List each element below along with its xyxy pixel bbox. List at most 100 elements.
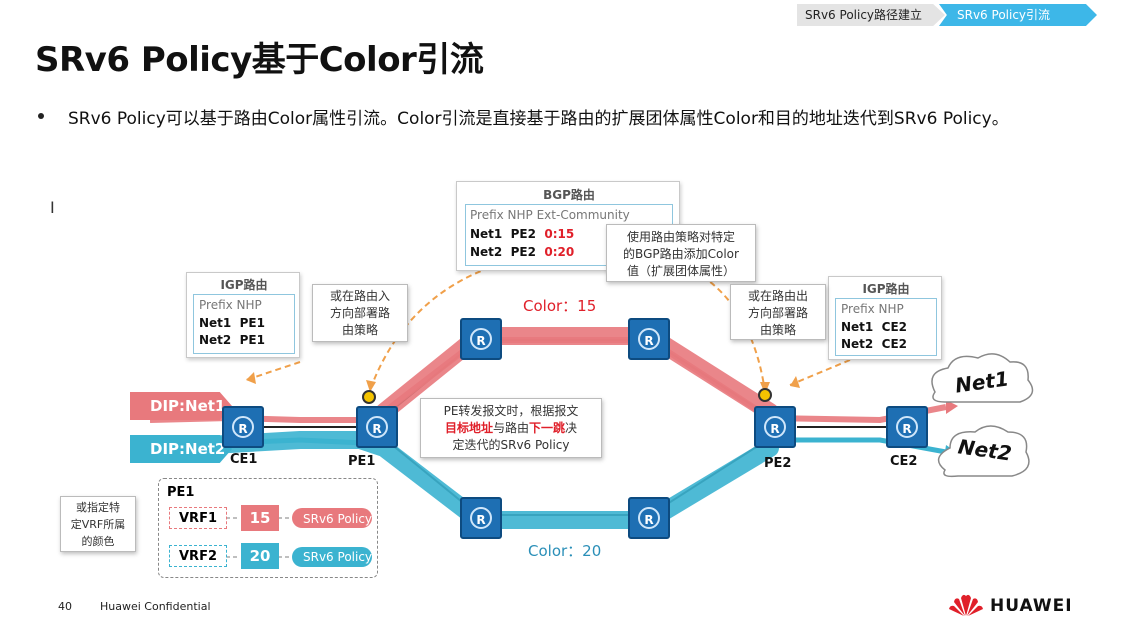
node-label-ce2: CE2 <box>890 454 918 469</box>
vrf-box-title: PE1 <box>167 485 195 500</box>
note-line: 方向部署路 <box>329 306 390 320</box>
igp-row-nhp: PE1 <box>239 333 265 347</box>
dip-net1-label: DIP:Net1 <box>130 392 232 420</box>
color-label-red: Color：15 <box>523 297 597 315</box>
red-policy-path <box>149 327 958 424</box>
router-icon: R <box>638 507 660 529</box>
igp-row-prefix: Net2 <box>199 333 232 347</box>
arrow-igp-right-to-pe2 <box>789 359 851 386</box>
cloud-net2 <box>937 425 1030 478</box>
igp-row-prefix: Net2 <box>841 337 874 351</box>
note-line: 目标地址与路由下一跳决 <box>421 420 601 437</box>
router-pe1[interactable]: R <box>356 406 398 448</box>
note-line: 定迭代的SRv6 Policy <box>452 438 570 452</box>
bgp-table-title: BGP路由 <box>543 188 595 202</box>
color-label-blue: Color：20 <box>528 542 602 560</box>
igp-left-row-net2: Net2 PE1 <box>199 333 265 347</box>
breadcrumb: SRv6 Policy路径建立 SRv6 Policy引流 <box>797 4 1097 26</box>
igp-left-body: Prefix NHP Net1 PE1 Net2 PE1 <box>193 294 295 354</box>
bgp-row-color: 0:20 <box>544 245 575 259</box>
node-label-ce1: CE1 <box>230 452 258 467</box>
note-line: 方向部署路 <box>747 306 808 320</box>
igp-right-body: Prefix NHP Net1 CE2 Net2 CE2 <box>835 298 937 356</box>
policy-point-pe1 <box>362 390 376 404</box>
igp-left-title: IGP路由 <box>220 278 268 292</box>
note-vrf-color: 或指定特 定VRF所属 的颜色 <box>60 496 136 552</box>
igp-left-row-net1: Net1 PE1 <box>199 316 265 330</box>
note-highlight-nexthop: 下一跳 <box>529 421 566 435</box>
router-ce2[interactable]: R <box>886 406 928 448</box>
cloud-net1 <box>931 353 1034 403</box>
breadcrumb-step-path-setup[interactable]: SRv6 Policy路径建立 <box>797 4 945 26</box>
vrf1-color: 15 <box>241 505 279 531</box>
igp-route-table-left: IGP路由 Prefix NHP Net1 PE1 Net2 PE1 <box>186 272 300 358</box>
bgp-row-nhp: PE2 <box>510 227 536 241</box>
bgp-row-net1: Net1 PE2 0:15 <box>470 227 574 241</box>
vrf1-policy[interactable]: SRv6 Policy <box>303 512 373 526</box>
router-icon: R <box>232 416 254 438</box>
page-title: SRv6 Policy基于Color引流 <box>35 40 484 80</box>
vrf-policy-tails <box>292 508 372 567</box>
note-text: 决 <box>565 421 578 435</box>
bgp-row-prefix: Net2 <box>470 245 503 259</box>
note-line: 或指定特 <box>76 501 120 514</box>
brand-name: HUAWEI <box>990 596 1073 616</box>
node-label-pe1: PE1 <box>348 454 376 469</box>
note-line: 值（扩展团体属性） <box>626 264 735 278</box>
note-highlight-target: 目标地址 <box>444 421 493 435</box>
note-line: 由策略 <box>759 323 796 337</box>
node-label-pe2: PE2 <box>764 456 792 471</box>
note-line: 由策略 <box>341 323 378 337</box>
note-line: 使用路由策略对特定 <box>626 230 735 244</box>
router-p-bottom-left[interactable]: R <box>460 497 502 539</box>
igp-row-nhp: CE2 <box>881 337 907 351</box>
note-line: 的颜色 <box>81 535 115 548</box>
igp-right-title: IGP路由 <box>862 282 910 296</box>
huawei-logo-icon <box>949 594 983 616</box>
router-icon: R <box>764 416 786 438</box>
breadcrumb-step-traffic-steering[interactable]: SRv6 Policy引流 <box>939 4 1097 26</box>
bullet-text: SRv6 Policy可以基于路由Color属性引流。Color引流是直接基于路… <box>68 109 1009 129</box>
note-bgp-policy: 使用路由策略对特定 的BGP路由添加Color 值（扩展团体属性） <box>606 224 756 282</box>
bgp-row-nhp: PE2 <box>510 245 536 259</box>
router-p-bottom-right[interactable]: R <box>628 497 670 539</box>
vrf1-label[interactable]: VRF1 <box>169 507 227 529</box>
bgp-row-prefix: Net1 <box>470 227 503 241</box>
vrf2-label[interactable]: VRF2 <box>169 545 227 567</box>
router-icon: R <box>470 507 492 529</box>
router-p-top-left[interactable]: R <box>460 318 502 360</box>
note-line: 或在路由入 <box>329 289 390 303</box>
router-icon: R <box>896 416 918 438</box>
text-cursor-icon: I <box>50 198 55 217</box>
note-outbound-policy: 或在路由出 方向部署路 由策略 <box>730 284 826 340</box>
vrf2-policy[interactable]: SRv6 Policy <box>303 550 373 564</box>
igp-row-prefix: Net1 <box>841 320 874 334</box>
vrf2-color: 20 <box>241 543 279 569</box>
page-number: 40 <box>58 600 72 613</box>
note-line: PE转发报文时，根据报文 <box>443 404 579 418</box>
igp-right-header: Prefix NHP <box>841 302 904 316</box>
bullet-dot <box>38 113 44 119</box>
note-inbound-policy: 或在路由入 方向部署路 由策略 <box>312 284 408 342</box>
note-line: 的BGP路由添加Color <box>623 247 739 261</box>
router-pe2[interactable]: R <box>754 406 796 448</box>
igp-route-table-right: IGP路由 Prefix NHP Net1 CE2 Net2 CE2 <box>828 276 942 360</box>
confidential-label: Huawei Confidential <box>100 600 211 613</box>
bgp-table-header: Prefix NHP Ext-Community <box>470 208 630 222</box>
router-p-top-right[interactable]: R <box>628 318 670 360</box>
igp-right-row-net2: Net2 CE2 <box>841 337 907 351</box>
bgp-row-net2: Net2 PE2 0:20 <box>470 245 574 259</box>
note-text: 与路由 <box>492 421 529 435</box>
router-icon: R <box>366 416 388 438</box>
igp-row-prefix: Net1 <box>199 316 232 330</box>
router-icon: R <box>638 328 660 350</box>
bgp-row-color: 0:15 <box>544 227 575 241</box>
note-forwarding: PE转发报文时，根据报文 目标地址与路由下一跳决 定迭代的SRv6 Policy <box>420 398 602 458</box>
note-line: 定VRF所属 <box>70 518 126 531</box>
router-icon: R <box>470 328 492 350</box>
router-ce1[interactable]: R <box>222 406 264 448</box>
dip-net2-label: DIP:Net2 <box>130 435 232 463</box>
note-line: 或在路由出 <box>747 289 808 303</box>
igp-row-nhp: PE1 <box>239 316 265 330</box>
